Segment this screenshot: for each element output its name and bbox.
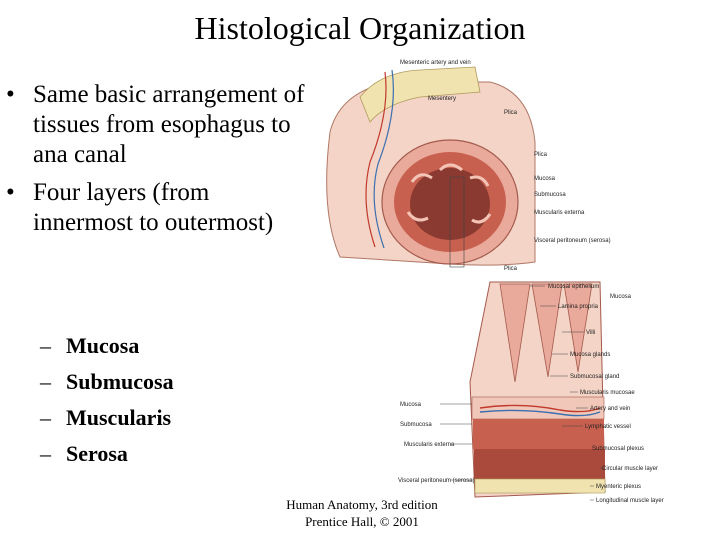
- bullet-dot-icon: •: [6, 81, 15, 108]
- slide-title: Histological Organization: [194, 10, 526, 46]
- bullet-item: • Same basic arrangement of tissues from…: [6, 80, 306, 170]
- label-left-mucosa: Mucosa: [400, 402, 422, 408]
- label-submucosal-gland: Submucosal gland: [570, 374, 619, 380]
- label-left-submucosa: Submucosa: [400, 422, 432, 428]
- layer-item: –Mucosa: [40, 328, 174, 364]
- caption-line-2: Prentice Hall, © 2001: [305, 514, 419, 529]
- caption-line-1: Human Anatomy, 3rd edition: [286, 497, 438, 512]
- label-artery-and-vein: Artery and vein: [590, 406, 630, 412]
- label-longitudinal-muscle-layer: Longitudinal muscle layer: [596, 498, 664, 504]
- label-lymphatic-vessel: Lymphatic vessel: [585, 424, 631, 430]
- label-left-visceral-peritoneum: Visceral peritoneum (serosa): [398, 478, 475, 484]
- dash-icon: –: [40, 333, 51, 358]
- label-muscularis-externa: Muscularis externa: [534, 210, 585, 216]
- bullet-text: Four layers (from innermost to outermost…: [33, 179, 274, 236]
- layer-item: –Muscularis: [40, 400, 174, 436]
- layer-text: Serosa: [66, 441, 128, 466]
- layer-text: Muscularis: [66, 405, 172, 430]
- label-submucosal-plexus: Submucosal plexus: [592, 446, 644, 452]
- dash-icon: –: [40, 369, 51, 394]
- dash-icon: –: [40, 405, 51, 430]
- label-plica-top: Plica: [504, 110, 518, 116]
- label-plica-detail: Plica: [504, 266, 518, 272]
- intestine-illustration: Mesenteric artery and vein Mesentery Pli…: [326, 60, 664, 504]
- bullet-item: • Four layers (from innermost to outermo…: [6, 178, 306, 238]
- vein-line: [373, 69, 394, 249]
- layer-text: Submucosa: [66, 369, 174, 394]
- label-mucosa-bracket: Mucosa: [610, 294, 632, 300]
- label-mesenteric-vessels: Mesenteric artery and vein: [400, 60, 471, 66]
- figure-labels: Mesenteric artery and vein Mesentery Pli…: [398, 60, 664, 504]
- dash-icon: –: [40, 441, 51, 466]
- label-left-muscularis-externa: Muscularis externa: [404, 442, 455, 448]
- bullet-dot-icon: •: [6, 179, 15, 206]
- layer-list: –Mucosa –Submucosa –Muscularis –Serosa: [40, 328, 174, 472]
- bullet-text: Same basic arrangement of tissues from e…: [33, 81, 305, 168]
- label-lamina-propria: Lamina propria: [558, 304, 599, 310]
- label-visceral-peritoneum: Visceral peritoneum (serosa): [534, 238, 611, 244]
- figure-caption: Human Anatomy, 3rd edition Prentice Hall…: [262, 496, 462, 530]
- layer-item: –Serosa: [40, 436, 174, 472]
- label-plica-mid: Plica: [534, 152, 548, 158]
- label-circular-muscle-layer: Circular muscle layer: [602, 466, 658, 472]
- mesentery-shape: [359, 66, 481, 123]
- label-submucosa: Submucosa: [534, 192, 566, 198]
- label-muscularis-mucosae: Muscularis mucosae: [580, 390, 635, 396]
- label-mesentery: Mesentery: [428, 96, 456, 102]
- layer-text: Mucosa: [66, 333, 140, 358]
- label-mucosa: Mucosa: [534, 176, 556, 182]
- label-villi: Villi: [586, 330, 595, 336]
- label-mucosal-epithelium: Mucosal epithelium: [548, 284, 599, 290]
- layer-item: –Submucosa: [40, 364, 174, 400]
- intestine-tube-drawing: [326, 66, 536, 268]
- artery-line: [365, 71, 387, 248]
- label-mucosa-glands: Mucosa glands: [570, 352, 610, 358]
- bullet-list: • Same basic arrangement of tissues from…: [6, 80, 306, 246]
- label-myenteric-plexus: Myenteric plexus: [596, 484, 641, 490]
- intestine-wall-detail-drawing: [469, 281, 606, 498]
